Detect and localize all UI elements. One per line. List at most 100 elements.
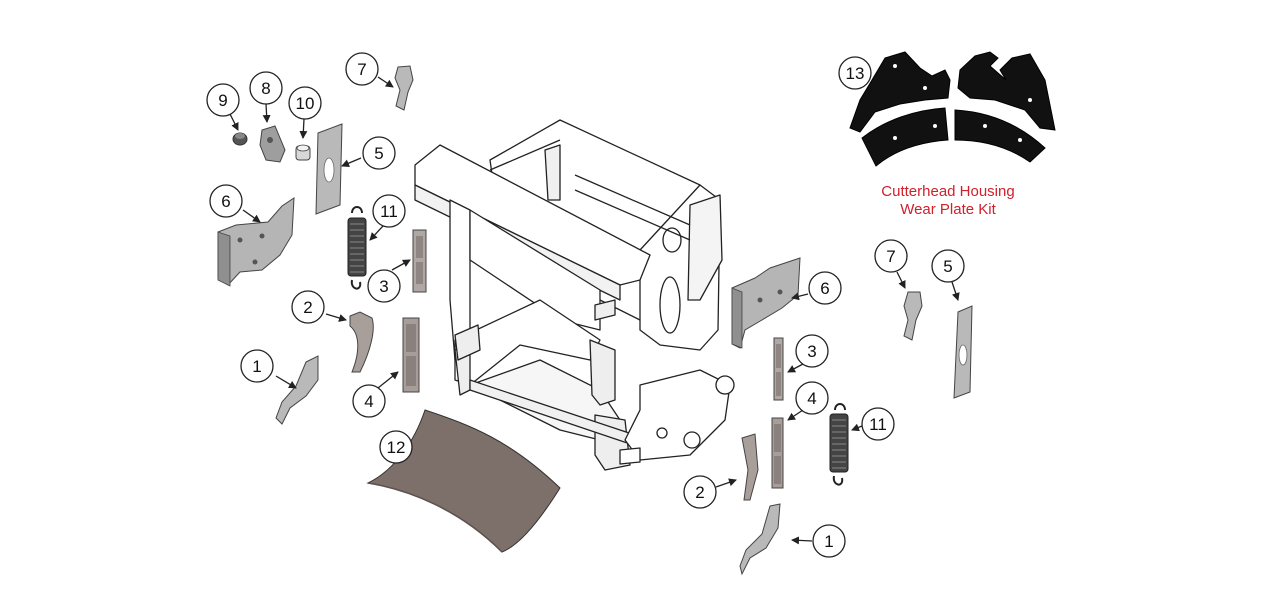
part-5-right: [953, 305, 973, 399]
callout-circle: [861, 407, 895, 441]
callout-c1-right: 1: [791, 524, 846, 558]
part-8-bracket: [259, 125, 286, 163]
callout-c4-right: 4: [787, 381, 829, 421]
callout-number: 5: [374, 144, 383, 163]
kit-label-line2: Wear Plate Kit: [900, 201, 996, 218]
callout-number: 13: [846, 64, 865, 83]
callout-arrow: [896, 271, 906, 289]
callout-number: 3: [807, 342, 816, 361]
callout-number: 4: [807, 389, 816, 408]
callout-circle: [209, 184, 243, 218]
callout-c6-right: 6: [791, 271, 842, 305]
callout-circle: [874, 239, 908, 273]
callout-arrow: [341, 157, 362, 167]
callout-circle: [795, 381, 829, 415]
part-11-left-spring: [347, 206, 367, 290]
callout-c5-left: 5: [341, 136, 396, 170]
part-3-right: [773, 337, 784, 401]
callout-c13: 13: [838, 56, 872, 90]
part-3-left: [412, 229, 427, 293]
callout-c10: 10: [288, 86, 322, 139]
callout-c5-right: 5: [931, 249, 965, 301]
callout-c3-left: 3: [367, 259, 411, 303]
callout-arrow: [787, 363, 804, 373]
callout-arrow: [262, 103, 271, 123]
callout-arrow: [229, 113, 239, 131]
callout-circle: [291, 290, 325, 324]
part-2-right: [741, 433, 759, 501]
part-2-left: [349, 311, 374, 373]
callout-c9: 9: [206, 83, 240, 131]
callout-arrow: [391, 259, 411, 271]
callout-c11-right: 11: [851, 407, 895, 441]
callout-c2-left: 2: [291, 290, 347, 324]
part-9-nut: [232, 132, 248, 146]
callout-circle: [352, 384, 386, 418]
callout-c7-right: 7: [874, 239, 908, 289]
callout-arrow: [377, 76, 394, 88]
callout-circle: [372, 194, 406, 228]
callout-arrow: [791, 292, 809, 301]
callout-c7-left: 7: [345, 52, 394, 88]
callout-number: 5: [943, 257, 952, 276]
part-7-left: [394, 65, 414, 111]
kit-label-line1: Cutterhead Housing: [881, 183, 1014, 200]
callout-arrow: [791, 536, 813, 545]
part-6-left: [217, 197, 295, 287]
part-10-bushing: [295, 144, 311, 161]
part-1-left: [275, 355, 319, 425]
callout-circle: [838, 56, 872, 90]
part-7-right: [903, 291, 923, 341]
callout-number: 7: [886, 247, 895, 266]
cutterhead-frame: [414, 119, 735, 471]
callout-c6-left: 6: [209, 184, 261, 223]
callout-c2-right: 2: [683, 475, 737, 509]
callout-number: 2: [695, 483, 704, 502]
callout-c4-left: 4: [352, 371, 399, 418]
callout-c12: 12: [379, 430, 413, 464]
callout-number: 12: [387, 438, 406, 457]
callout-circle: [249, 71, 283, 105]
callout-arrow: [242, 209, 261, 223]
callout-arrow: [275, 375, 297, 389]
callout-arrow: [369, 225, 384, 241]
callout-c8: 8: [249, 71, 283, 123]
part-5-left: [315, 123, 343, 215]
callout-arrow: [299, 118, 308, 139]
callout-number: 11: [869, 415, 887, 434]
callout-circle: [812, 524, 846, 558]
callout-circle: [367, 269, 401, 303]
part-4-right: [771, 417, 784, 489]
callout-number: 3: [379, 277, 388, 296]
callout-circle: [206, 83, 240, 117]
part-12-bottom-plate: [366, 409, 561, 553]
part-1-right: [739, 503, 781, 576]
callout-number: 6: [820, 279, 829, 298]
callout-arrow: [325, 313, 347, 322]
callout-circle: [362, 136, 396, 170]
callout-circle: [379, 430, 413, 464]
callout-arrow: [951, 281, 960, 301]
callout-circle: [808, 271, 842, 305]
callout-number: 8: [261, 79, 270, 98]
callout-number: 2: [303, 298, 312, 317]
callout-c11-left: 11: [369, 194, 406, 241]
callout-arrow: [377, 371, 399, 389]
part-6-right: [731, 257, 801, 349]
callout-number: 10: [296, 94, 315, 113]
callout-c3-right: 3: [787, 334, 829, 373]
callout-number: 1: [824, 532, 833, 551]
callout-number: 7: [357, 60, 366, 79]
wear-plate-kit: [849, 51, 1056, 167]
callout-circle: [683, 475, 717, 509]
part-4-left: [402, 317, 420, 393]
callout-number: 4: [364, 392, 373, 411]
part-11-right-spring: [829, 403, 849, 486]
callout-number: 11: [380, 202, 398, 221]
callout-circle: [931, 249, 965, 283]
callout-circle: [240, 349, 274, 383]
callout-circle: [288, 86, 322, 120]
callout-circle: [795, 334, 829, 368]
callout-number: 9: [218, 91, 227, 110]
